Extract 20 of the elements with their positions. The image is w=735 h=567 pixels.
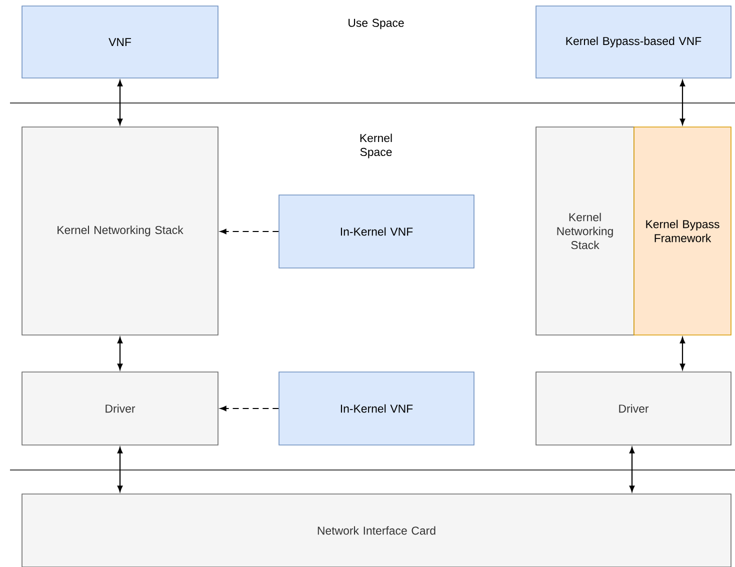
arrow	[117, 337, 123, 370]
process-box: In-Kernel VNF	[278, 372, 474, 446]
arrow	[220, 228, 279, 234]
process-box: Kernel Networking Stack	[536, 126, 634, 336]
arrow	[220, 406, 279, 412]
arrow	[629, 447, 635, 492]
process-box: Kernel Networking Stack	[22, 126, 218, 336]
arrow	[680, 337, 686, 370]
process-box: Driver	[22, 372, 218, 446]
process-box: VNF	[22, 6, 218, 78]
process-box: In-Kernel VNF	[278, 194, 474, 268]
region-label: Kernel Space	[360, 134, 392, 158]
process-box: Driver	[536, 372, 732, 446]
arrow	[117, 80, 123, 125]
process-box: Network Interface Card	[22, 494, 732, 567]
process-box: Kernel Bypass-based VNF	[536, 6, 732, 78]
arrow	[680, 80, 686, 125]
process-box: Kernel Bypass Framework	[634, 126, 732, 336]
region-label: Use Space	[348, 18, 404, 30]
arrow	[117, 447, 123, 492]
